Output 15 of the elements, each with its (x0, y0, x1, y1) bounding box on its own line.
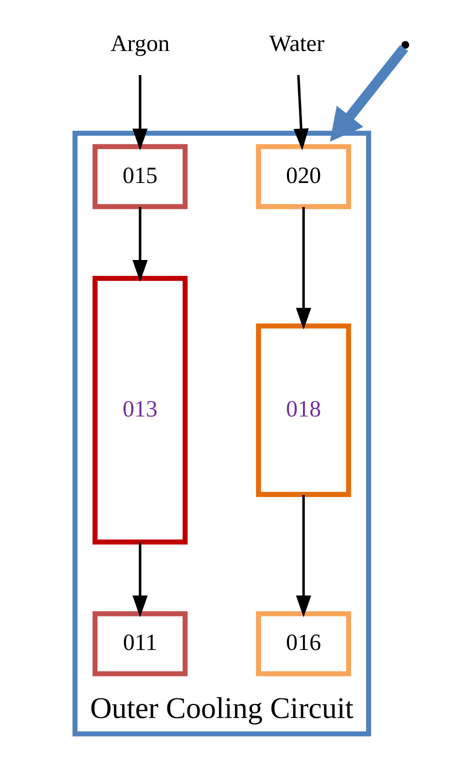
arrow (295, 494, 311, 618)
arrow (293, 74, 308, 150)
node-box: 013 (92, 276, 188, 544)
node-box: 011 (92, 611, 188, 676)
arrow (132, 542, 148, 618)
node-box: 015 (92, 144, 188, 210)
arrow (329, 44, 408, 142)
arrow (132, 207, 148, 282)
node-box: 018 (256, 323, 351, 497)
node-box: 020 (256, 144, 351, 210)
node-box: 016 (256, 611, 351, 676)
node-text: Water (268, 31, 324, 58)
arrow (132, 75, 148, 150)
arrow (295, 207, 311, 330)
node-text: Argon (110, 31, 170, 58)
